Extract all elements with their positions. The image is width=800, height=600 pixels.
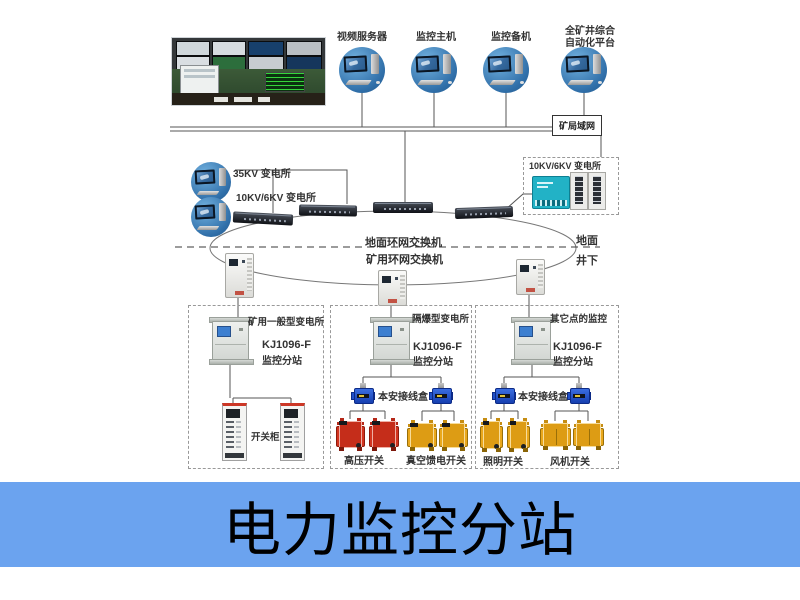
computer-icon-video-server <box>339 47 385 93</box>
automation-platform-label-line1: 全矿井综合 <box>565 26 615 37</box>
surface-label: 地面 <box>576 235 598 247</box>
branch1-station-name: 监控分站 <box>262 356 302 367</box>
branch3-junction-label: 本安接线盒 <box>518 392 568 403</box>
branch1-station-model: KJ1096-F <box>262 339 311 351</box>
vacuum-feeder-switch-2 <box>439 420 468 451</box>
branch2-region-label: 隔爆型变电所 <box>412 314 470 325</box>
kj1096-station-3 <box>511 317 556 365</box>
branch3-station-model: KJ1096-F <box>553 341 602 353</box>
mine-ring-switch-3 <box>516 259 545 295</box>
substation-10kv-left-label: 10KV/6KV 变电所 <box>236 193 317 204</box>
substation-10kv-right-label: 10KV/6KV 变电所 <box>529 161 602 171</box>
mine-ring-switch-2 <box>378 270 407 306</box>
fan-switch-1 <box>540 420 571 450</box>
junction-box-3 <box>492 383 516 405</box>
computer-icon-35kv <box>191 162 231 202</box>
switchgear-cabinet-2 <box>280 403 305 461</box>
branch-box-other-points <box>475 305 619 469</box>
ground-ring-switch-2 <box>298 204 358 217</box>
junction-box-1 <box>351 383 375 405</box>
kj1096-station-1 <box>209 317 254 365</box>
high-voltage-switch-2 <box>369 418 399 451</box>
junction-box-2 <box>429 383 453 405</box>
computer-icon-automation-platform <box>561 47 607 93</box>
fan-switch-2 <box>573 420 604 450</box>
computer-icon-monitor-host <box>411 47 457 93</box>
mine-ring-label: 矿用环网交换机 <box>366 254 443 266</box>
branch3-station-name: 监控分站 <box>553 357 593 368</box>
branch3-region-label: 其它点的监控 <box>550 314 608 325</box>
high-voltage-switch-label: 高压开关 <box>344 456 384 467</box>
branch1-region-label: 矿用一般型变电所 <box>248 317 325 328</box>
title-banner: 电力监控分站 <box>0 482 800 567</box>
substation-10kv-right-box <box>523 157 619 215</box>
fan-switch-label: 风机开关 <box>550 457 590 468</box>
underground-label: 井下 <box>576 255 598 267</box>
vacuum-feeder-switch-label: 真空馈电开关 <box>406 456 466 467</box>
kj1096-station-2 <box>370 317 415 365</box>
branch2-station-model: KJ1096-F <box>413 341 462 353</box>
vacuum-feeder-switch-1 <box>407 420 437 451</box>
branch-box-general-substation <box>188 305 324 469</box>
lighting-switch-label: 照明开关 <box>483 457 523 468</box>
ground-ring-switch-4 <box>454 205 514 220</box>
high-voltage-switch-1 <box>336 418 365 451</box>
branch2-station-name: 监控分站 <box>413 357 453 368</box>
computer-icon-10kv <box>191 197 231 237</box>
computer-icon-monitor-backup <box>483 47 529 93</box>
mine-ring-switch-1 <box>225 253 254 298</box>
monitor-backup-label: 监控备机 <box>491 32 531 43</box>
lan-bus-line <box>170 126 601 132</box>
automation-platform-label-line2: 自动化平台 <box>565 38 615 49</box>
junction-box-4 <box>567 383 591 405</box>
lighting-switch-1 <box>480 418 503 452</box>
comm-device-icon <box>532 176 570 209</box>
substation-35kv-label: 35KV 变电所 <box>233 169 291 180</box>
lighting-switch-2 <box>507 418 530 452</box>
branch2-junction-label: 本安接线盒 <box>378 392 428 403</box>
monitor-host-label: 监控主机 <box>416 32 456 43</box>
control-room-photo <box>172 38 325 105</box>
video-server-label: 视频服务器 <box>337 32 387 43</box>
switchgear-label: 开关柜 <box>251 432 280 443</box>
protection-unit-icon-2 <box>588 172 606 210</box>
status-board <box>265 72 305 92</box>
mine-lan-box: 矿局域网 <box>552 115 602 136</box>
ground-ring-switch-3 <box>373 202 433 213</box>
protection-unit-icon-1 <box>570 172 588 210</box>
ground-ring-label: 地面环网交换机 <box>365 237 442 249</box>
switchgear-cabinet-1 <box>222 403 247 461</box>
page-title: 电力监控分站 <box>222 497 577 563</box>
projection-screen <box>180 65 219 94</box>
